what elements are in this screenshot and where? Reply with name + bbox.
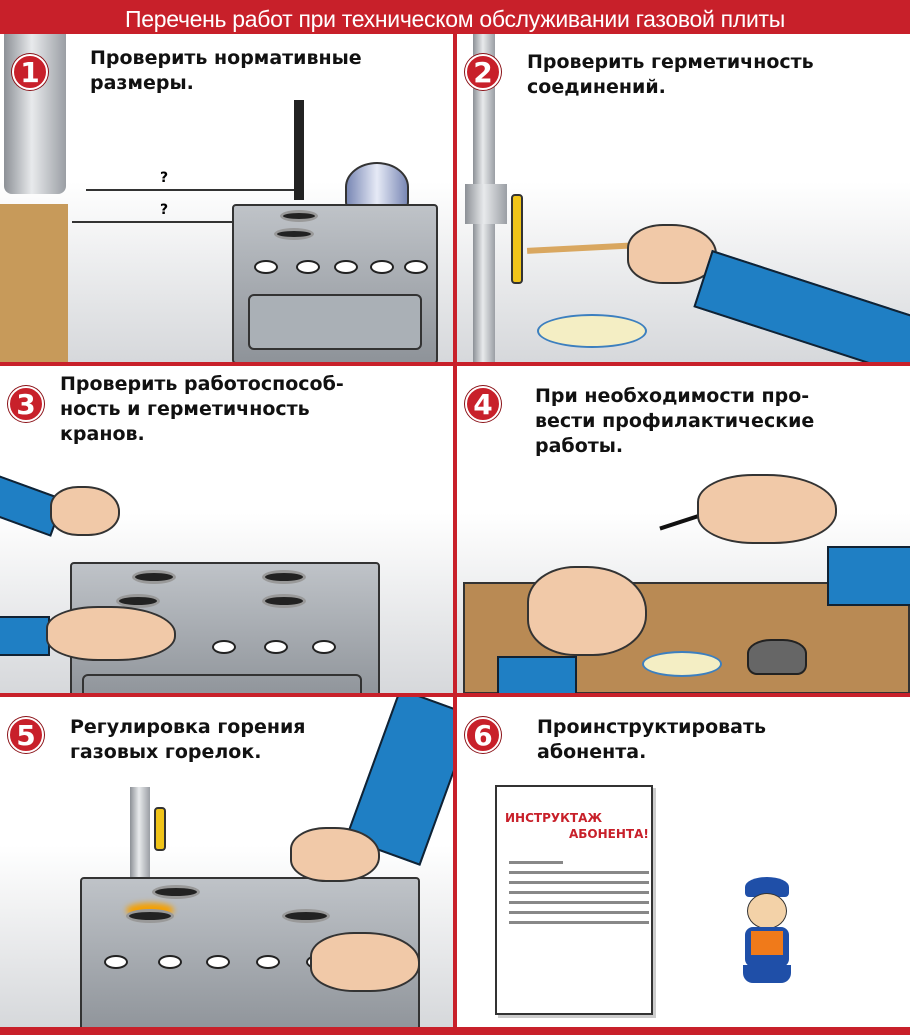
title-line: газовых горелок. (70, 741, 262, 763)
step-number-5: 5 (8, 717, 44, 753)
soap-dish (537, 314, 647, 348)
burner-cap (747, 639, 807, 675)
poster-title: Перечень работ при техническом обслужива… (0, 0, 910, 34)
panel-2-title: Проверить герметичность соединений. (527, 50, 814, 100)
mascot-gas-worker (737, 877, 797, 987)
hand (697, 474, 837, 544)
title-line: Проверить нормативные (90, 47, 362, 69)
title-line: размеры. (90, 72, 194, 94)
title-line: абонента. (537, 741, 647, 763)
sleeve (693, 249, 910, 362)
panel-6: 6 Проинструктировать абонента. ИНСТРУКТАЖ… (457, 697, 910, 1027)
counter (0, 204, 68, 362)
hand (310, 932, 420, 992)
text-line (509, 891, 649, 894)
panel-4: 4 При необходимости про-вести профилакти… (457, 366, 910, 693)
panel-1: 1 Проверить нормативные размеры. ? ? (0, 34, 453, 362)
text-line (509, 921, 649, 924)
panel-4-title: При необходимости про-вести профилактиче… (535, 384, 814, 459)
title-line: Проинструктировать (537, 716, 767, 738)
panel-6-title: Проинструктировать абонента. (537, 715, 766, 765)
hand (46, 606, 176, 661)
valve-handle (154, 807, 166, 851)
title-line: кранов. (60, 423, 145, 445)
dimension-label: ? (160, 202, 169, 218)
sleeve (827, 546, 910, 606)
kettle (345, 162, 409, 212)
hand (527, 566, 647, 656)
title-line: соединений. (527, 76, 666, 98)
document-heading: АБОНЕНТА! (569, 827, 649, 841)
panel-3-title: Проверить работоспособ-ность и герметичн… (60, 372, 344, 447)
step-number-1: 1 (12, 54, 48, 90)
step-number-4: 4 (465, 386, 501, 422)
stove (232, 204, 438, 362)
panel-5-title: Регулировка горения газовых горелок. (70, 715, 305, 765)
title-line: ность и герметичность (60, 398, 310, 420)
panel-1-title: Проверить нормативные размеры. (90, 46, 362, 96)
panel-3: 3 Проверить работоспособ-ность и гермети… (0, 366, 453, 693)
title-line: Регулировка горения (70, 716, 306, 738)
text-line (509, 861, 563, 864)
step-number-6: 6 (465, 717, 501, 753)
dimension-line (72, 221, 232, 223)
dimension-label: ? (160, 170, 169, 186)
panels-grid: 1 Проверить нормативные размеры. ? ? 2 Пр… (0, 34, 910, 1035)
instruction-document: ИНСТРУКТАЖ АБОНЕНТА! (495, 785, 653, 1015)
title-line: Проверить герметичность (527, 51, 814, 73)
sleeve (0, 616, 50, 656)
dimension-line (86, 189, 296, 191)
text-line (509, 871, 649, 874)
text-line (509, 901, 649, 904)
step-number-2: 2 (465, 54, 501, 90)
gas-pipe (294, 100, 304, 200)
title-line: Проверить работоспособ- (60, 373, 344, 395)
title-line: работы. (535, 435, 624, 457)
sleeve (497, 656, 577, 693)
text-line (509, 881, 649, 884)
panel-5: 5 Регулировка горения газовых горелок. (0, 697, 453, 1027)
panel-2: 2 Проверить герметичность соединений. (457, 34, 910, 362)
title-line: При необходимости про- (535, 385, 810, 407)
soap-dish (642, 651, 722, 677)
valve-handle (511, 194, 523, 284)
gas-pipe (130, 787, 150, 877)
hand (50, 486, 120, 536)
text-line (509, 911, 649, 914)
title-line: вести профилактические (535, 410, 815, 432)
document-heading: ИНСТРУКТАЖ (505, 811, 603, 825)
pipe-fitting (465, 184, 507, 224)
hand (290, 827, 380, 882)
step-number-3: 3 (8, 386, 44, 422)
